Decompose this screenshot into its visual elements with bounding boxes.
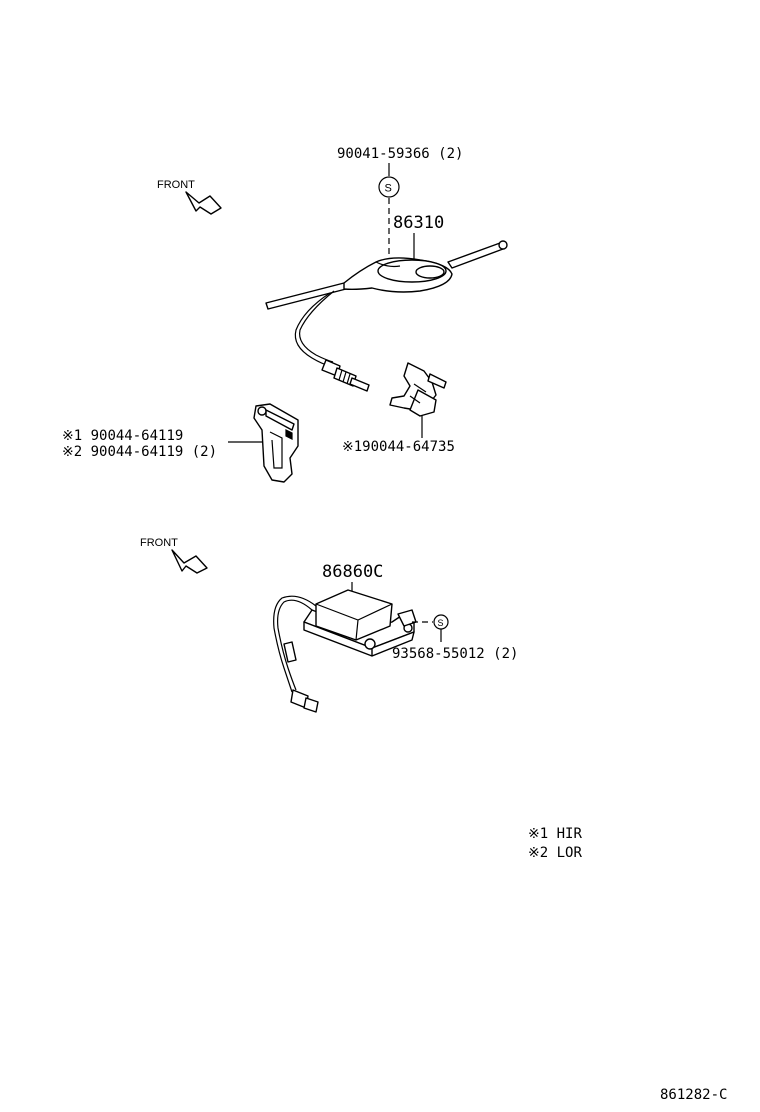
bolt-top-label: 90041-59366 (2)	[337, 146, 463, 162]
legend-hir: ※1 HIR	[528, 826, 582, 842]
amplifier-assembly	[273, 589, 417, 713]
bolt-symbol-s-amp: S	[438, 618, 444, 628]
bracket-left-part	[253, 403, 299, 483]
clip-right-label: ※190044-64735	[342, 439, 455, 455]
front-arrow-bottom: FRONT	[140, 537, 208, 574]
antenna-part-label: 86310	[393, 213, 444, 233]
front-label-top: FRONT	[157, 179, 195, 191]
bracket-left-label-1: ※1 90044-64119	[62, 428, 183, 444]
bolt-symbol-circle-top	[378, 176, 400, 198]
legend-lor: ※2 LOR	[528, 845, 582, 861]
amplifier-part-label: 86860C	[322, 562, 383, 582]
front-label-bottom: FRONT	[140, 537, 178, 549]
bolt-symbol-s-top: S	[385, 183, 392, 195]
antenna-assembly	[265, 240, 508, 392]
bracket-left-label-2: ※2 90044-64119 (2)	[62, 444, 217, 460]
front-arrow-top: FRONT	[157, 179, 222, 215]
screw-amp-label: 93568-55012 (2)	[392, 646, 518, 662]
clip-right-part	[389, 362, 447, 438]
front-arrow-icon-bottom	[171, 549, 208, 574]
diagram-id: 861282-C	[660, 1087, 727, 1103]
front-arrow-icon	[185, 191, 222, 215]
